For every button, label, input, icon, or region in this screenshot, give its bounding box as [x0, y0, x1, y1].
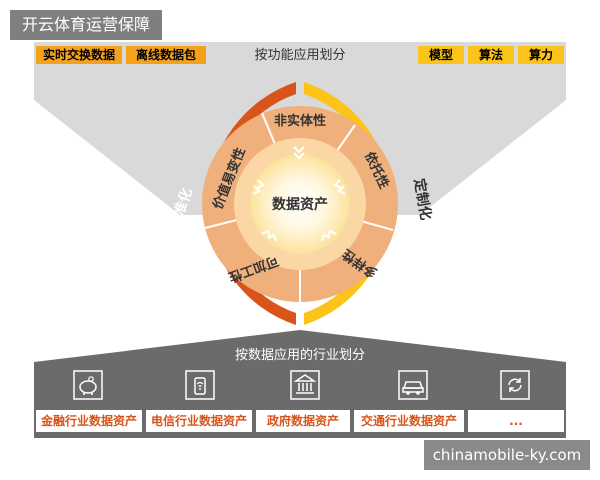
industry-government: 政府数据资产	[256, 410, 350, 432]
title-tag: 开云体育运营保障	[10, 10, 163, 40]
watermark: chinamobile-ky.com	[424, 440, 590, 470]
chevron-icon-group	[252, 146, 346, 242]
chevron-right-icon	[333, 179, 346, 195]
tag-algorithm: 算法	[468, 46, 514, 64]
tag-realtime-exchange: 实时交换数据	[36, 46, 122, 64]
chevron-bottom-right-icon	[320, 229, 337, 242]
chevron-left-icon	[252, 179, 265, 195]
industry-finance: 金融行业数据资产	[36, 410, 142, 432]
top-center-label: 按功能应用划分	[254, 48, 346, 63]
tag-model: 模型	[418, 46, 464, 64]
core-circle	[250, 154, 350, 254]
industry-telecom: 电信行业数据资产	[146, 410, 252, 432]
chevron-top-icon	[293, 146, 305, 160]
segment-label-intangible: 非实体性	[274, 113, 326, 129]
industry-more: ...	[468, 410, 564, 432]
chevron-bottom-left-icon	[261, 229, 278, 242]
car-icon	[398, 370, 428, 400]
tag-offline-package: 离线数据包	[126, 46, 206, 64]
piggy-bank-icon	[73, 370, 103, 400]
bottom-title: 按数据应用的行业划分	[234, 348, 365, 363]
center-label: 数据资产	[272, 196, 328, 213]
industry-transport: 交通行业数据资产	[354, 410, 464, 432]
outer-right-label: 定制化	[410, 177, 434, 221]
refresh-icon	[500, 370, 530, 400]
wifi-icon	[185, 370, 215, 400]
outer-left-label: 标准化	[165, 186, 196, 232]
tag-compute: 算力	[518, 46, 564, 64]
government-building-icon	[290, 370, 320, 400]
